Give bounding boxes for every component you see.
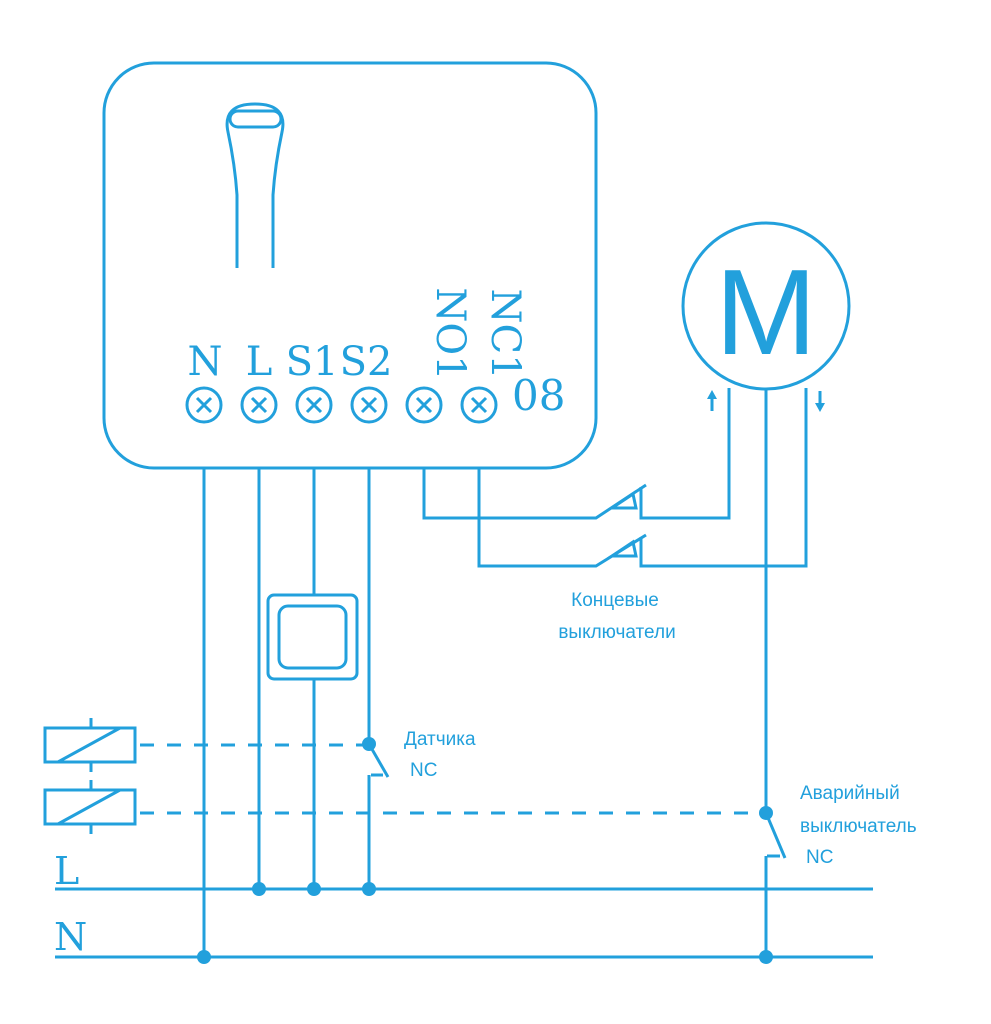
screw-icon-no1 [405, 386, 443, 424]
arrow-up-icon [707, 390, 717, 411]
screw-icon-s1 [295, 386, 333, 424]
terminal-label-s1: S1 [286, 339, 339, 385]
wire-no1-limit-switch [422, 388, 731, 520]
motor-label: M [715, 244, 817, 380]
coil-icon-1 [43, 718, 137, 772]
screw-icon-nc1 [460, 386, 498, 424]
antenna-icon [225, 102, 285, 268]
bus-label-l: L [54, 849, 79, 893]
terminal-label-n: N [188, 339, 223, 385]
sensor-label-1: Датчика [404, 729, 476, 750]
wall-switch-icon [266, 593, 359, 681]
coil-icon-2 [43, 780, 137, 834]
limit-switches-label-1: Концевые [571, 590, 659, 611]
terminal-screw-icons [185, 386, 498, 424]
screw-icon-n [185, 386, 223, 424]
bus-label-n: N [54, 915, 87, 959]
screw-icon-s2 [350, 386, 388, 424]
limit-switch-nc1-icon [607, 539, 638, 558]
emergency-label-1: Аварийный [800, 783, 900, 804]
junction-dots [197, 737, 773, 964]
limit-switches-label-2: выключатели [558, 622, 675, 643]
model-label: 08 [512, 371, 565, 420]
terminal-label-l: L [246, 339, 273, 385]
wire-s2-sensor-switch [367, 468, 390, 889]
terminal-label-nc1: NC1 [482, 288, 528, 379]
sensor-label-2: NC [410, 760, 437, 781]
emergency-label-2: выключатель [800, 816, 917, 837]
limit-switch-no1-icon [607, 491, 638, 510]
arrow-down-icon [815, 391, 825, 412]
relay-module-body [102, 61, 598, 470]
terminal-label-no1: NO1 [427, 287, 473, 380]
emergency-label-3: NC [806, 847, 833, 868]
wire-motor-common-emergency [764, 389, 787, 957]
terminal-label-s2: S2 [340, 339, 393, 385]
screw-icon-l [240, 386, 278, 424]
